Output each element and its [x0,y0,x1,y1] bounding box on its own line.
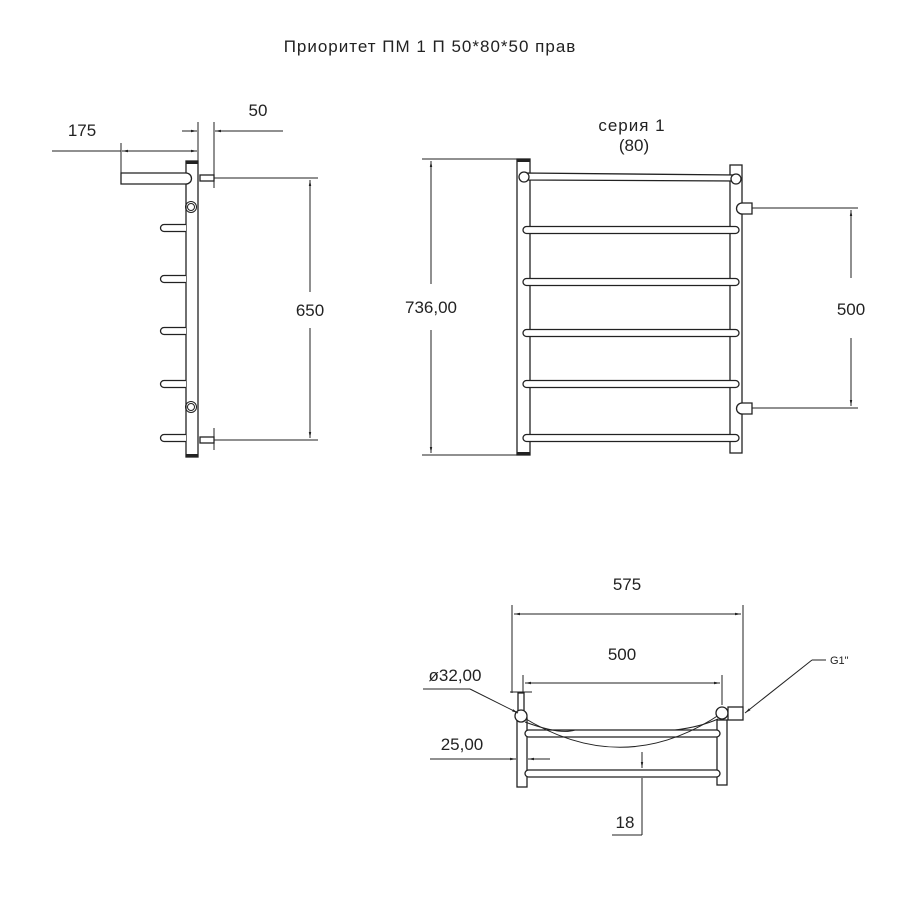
dim-500-front: 500 [837,300,865,319]
side-rail-end [159,379,186,389]
dim-500-top: 500 [608,645,636,664]
top-view: 575 500 G1" ø32,00 25,00 18 [423,575,849,836]
side-rail-end [159,274,186,284]
side-rail-end [159,326,186,336]
series-sub-label: (80) [619,136,649,155]
dim-650: 650 [296,301,324,320]
dim-pipe-diameter: ø32,00 [429,666,482,685]
side-rail-end [159,223,186,233]
dim-575: 575 [613,575,641,594]
dim-50: 50 [249,101,268,120]
series-label: серия 1 [598,116,665,135]
dim-175: 175 [68,121,96,140]
towel-rail [522,379,740,389]
thread-label: G1" [830,655,849,667]
dim-gap: 18 [616,813,635,832]
towel-rail [522,328,740,338]
towel-rail [522,433,740,443]
dim-736: 736,00 [405,298,457,317]
towel-rail [522,277,740,287]
drawing-title: Приоритет ПМ 1 П 50*80*50 прав [284,37,577,56]
towel-rail [522,225,740,235]
dim-post-width: 25,00 [441,735,484,754]
side-rail-end [159,433,186,443]
side-view: 650 50 175 [52,101,324,458]
front-view: серия 1 (80) 500 736,00 [405,116,865,456]
